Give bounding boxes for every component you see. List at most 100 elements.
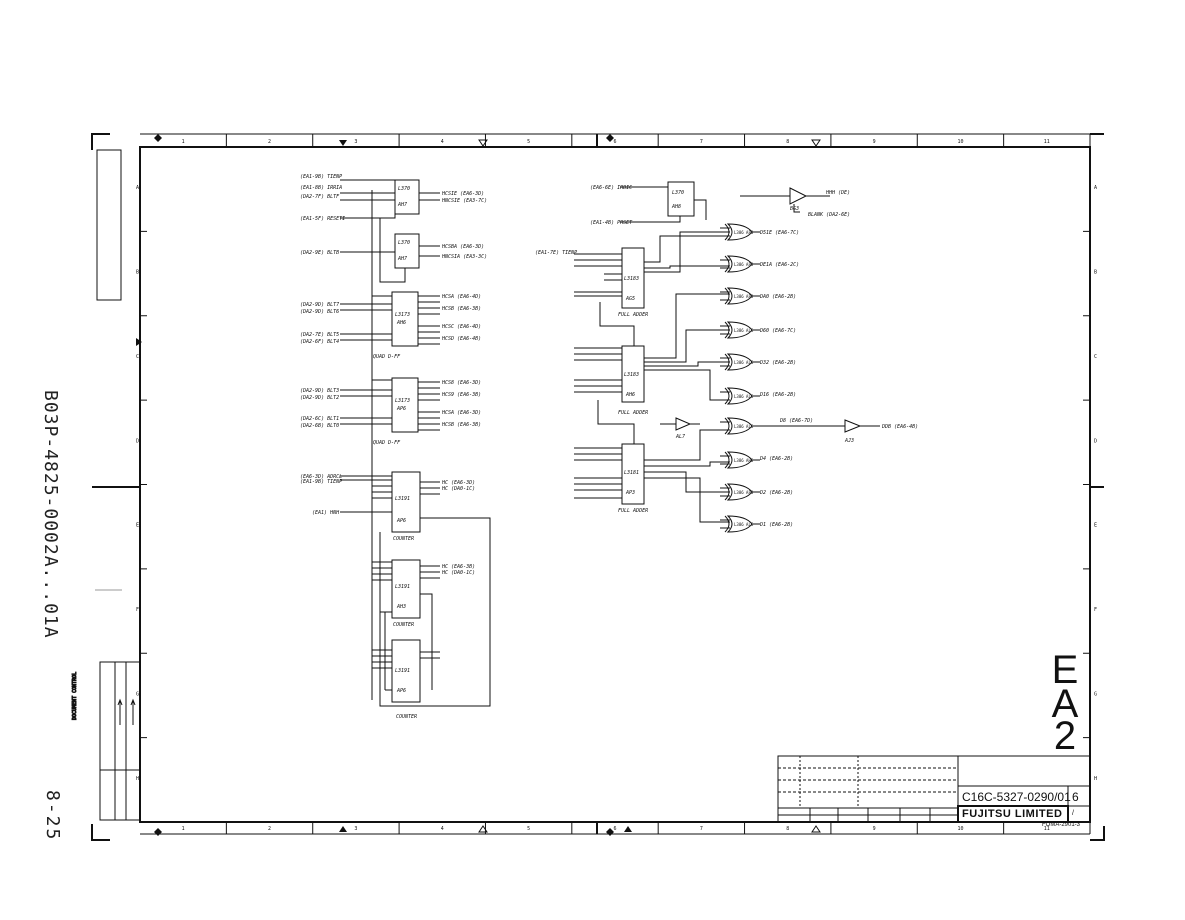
zone-number: 5 xyxy=(527,826,530,832)
svg-text:DA0 (EA6-2B): DA0 (EA6-2B) xyxy=(759,294,796,300)
xor-gate: L386 AP3 xyxy=(720,223,760,241)
svg-text:AH6: AH6 xyxy=(396,320,406,326)
svg-text:(DA2-9D) BLT2: (DA2-9D) BLT2 xyxy=(300,395,339,401)
svg-text:HCS9 (EA6-3B): HCS9 (EA6-3B) xyxy=(441,392,481,398)
svg-text:QUAD D-FF: QUAD D-FF xyxy=(373,354,401,360)
svg-text:L386 ALG: L386 ALG xyxy=(734,394,754,399)
zone-number: 3 xyxy=(354,826,357,832)
svg-text:BG3: BG3 xyxy=(790,206,799,212)
svg-text:L3183: L3183 xyxy=(624,276,639,282)
xor-gate: L386 ALG xyxy=(720,321,760,339)
zone-number: 7 xyxy=(700,826,703,832)
svg-text:(EA1-9B) TIENP: (EA1-9B) TIENP xyxy=(300,479,342,485)
zone-number: 11 xyxy=(1044,139,1050,145)
page-number: 8-25 xyxy=(42,790,63,842)
svg-text:L370: L370 xyxy=(672,190,684,196)
svg-text:D2 (EA6-2B): D2 (EA6-2B) xyxy=(759,490,793,496)
svg-text:AL7: AL7 xyxy=(675,434,685,440)
svg-text:D60 (EA6-7C): D60 (EA6-7C) xyxy=(759,328,796,334)
svg-text:HNCSIE (EA3-7C): HNCSIE (EA3-7C) xyxy=(441,198,487,204)
zone-letter: H xyxy=(136,776,139,782)
xor-gate: L386 AP3 xyxy=(720,255,760,273)
zone-number: 2 xyxy=(268,139,271,145)
zone-number: 9 xyxy=(873,826,876,832)
zone-number: 2 xyxy=(268,826,271,832)
svg-text:FULL ADDER: FULL ADDER xyxy=(618,508,648,514)
zone-letter: A xyxy=(1094,185,1097,191)
svg-text:BLANK (DA2-6E): BLANK (DA2-6E) xyxy=(808,212,850,218)
svg-text:(EA1-8B) IRRIA: (EA1-8B) IRRIA xyxy=(300,185,342,191)
svg-text:AP6: AP6 xyxy=(396,406,406,412)
svg-text:COUNTER: COUNTER xyxy=(393,622,414,628)
svg-text:(EA1-9B) TIENP: (EA1-9B) TIENP xyxy=(300,174,342,180)
zone-letter: D xyxy=(136,438,139,444)
svg-text:(DA2-6B) BLT0: (DA2-6B) BLT0 xyxy=(300,423,339,429)
svg-text:HCSBA (EA6-3D): HCSBA (EA6-3D) xyxy=(441,244,484,250)
zone-number: 6 xyxy=(613,826,616,832)
svg-text:FULL ADDER: FULL ADDER xyxy=(618,312,648,318)
zone-letter: F xyxy=(136,607,139,613)
svg-text:(DA2-6F) BLT4: (DA2-6F) BLT4 xyxy=(300,339,339,345)
svg-text:HC (EA6-3B): HC (EA6-3B) xyxy=(441,564,475,570)
svg-text:L386 AP3: L386 AP3 xyxy=(734,262,754,267)
svg-text:(DA2-7E) BLT5: (DA2-7E) BLT5 xyxy=(300,332,339,338)
svg-text:(DA2-9D) BLT6: (DA2-9D) BLT6 xyxy=(300,309,339,315)
svg-text:HHH (DE): HHH (DE) xyxy=(825,190,850,196)
title-block-company-box xyxy=(957,805,1069,823)
sheet-code-letter-2: A xyxy=(1051,682,1079,726)
zone-number: 9 xyxy=(873,139,876,145)
svg-text:L386 ALG: L386 ALG xyxy=(734,360,754,365)
svg-text:HNCSIA (EA3-3C): HNCSIA (EA3-3C) xyxy=(441,254,487,260)
svg-text:COUNTER: COUNTER xyxy=(396,714,417,720)
xor-gate: L386 ALG xyxy=(720,387,760,405)
document-number: B03P-4825-0002A...01A xyxy=(40,390,61,639)
svg-text:HCSC (EA6-4D): HCSC (EA6-4D) xyxy=(441,324,481,330)
form-number: FOMA-2901-3 xyxy=(1042,822,1081,828)
corner-marks xyxy=(91,133,1105,841)
svg-text:D16 (EA6-2B): D16 (EA6-2B) xyxy=(759,392,796,398)
svg-text:HCSIE (EA6-3D): HCSIE (EA6-3D) xyxy=(441,191,484,197)
svg-text:L386 ALG: L386 ALG xyxy=(734,328,754,333)
svg-text:HCSB (EA6-3B): HCSB (EA6-3B) xyxy=(441,422,481,428)
svg-text:AP3: AP3 xyxy=(625,490,635,496)
xor-gate: L386 AP3 xyxy=(720,287,760,305)
frame-markers xyxy=(136,134,632,836)
svg-text:L3191: L3191 xyxy=(395,668,410,674)
svg-text:AH6: AH6 xyxy=(625,392,635,398)
zone-letter: F xyxy=(1094,607,1097,613)
svg-text:(DA2-9E) BLTB: (DA2-9E) BLTB xyxy=(300,250,339,256)
sheet-number: 6 xyxy=(1072,790,1079,804)
zone-number: 3 xyxy=(354,139,357,145)
zone-number: 8 xyxy=(786,139,789,145)
zone-number: 11 xyxy=(1044,826,1050,832)
svg-text:COUNTER: COUNTER xyxy=(393,536,414,542)
svg-text:(EA6-6E) IRBIC: (EA6-6E) IRBIC xyxy=(590,185,632,191)
xor-gate: L386 AH6 xyxy=(720,451,760,469)
document-control-box: DOCUMENT CONTROL xyxy=(72,661,141,821)
zone-letter: B xyxy=(136,270,139,276)
svg-text:(DA2-6C) BLT1: (DA2-6C) BLT1 xyxy=(300,416,339,422)
svg-text:HCSD (EA6-4B): HCSD (EA6-4B) xyxy=(441,336,481,342)
zone-letter: A xyxy=(136,185,139,191)
zone-number: 1 xyxy=(182,826,185,832)
svg-text:AJ3: AJ3 xyxy=(844,438,854,444)
zone-number: 10 xyxy=(957,826,963,832)
svg-text:D4 (EA6-2B): D4 (EA6-2B) xyxy=(759,456,793,462)
svg-text:AH3: AH3 xyxy=(396,604,406,610)
svg-text:L386 ALG: L386 ALG xyxy=(734,424,754,429)
schematic-labels: (EA1-9B) TIENP (EA1-8B) IRRIA (DA2-7F) B… xyxy=(300,174,918,720)
svg-text:L3191: L3191 xyxy=(395,496,410,502)
svg-text:L370: L370 xyxy=(398,240,410,246)
company-name: FUJITSU LIMITED xyxy=(962,808,1063,820)
svg-text:D51E (EA6-7C): D51E (EA6-7C) xyxy=(759,230,799,236)
svg-text:L3181: L3181 xyxy=(624,470,639,476)
drawing-number: C16C-5327-0290/01 xyxy=(962,790,1071,804)
svg-text:(DA2-7F) BLTF: (DA2-7F) BLTF xyxy=(300,194,340,200)
svg-text:L3183: L3183 xyxy=(624,372,639,378)
svg-text:D32 (EA6-2B): D32 (EA6-2B) xyxy=(759,360,796,366)
zone-letter: E xyxy=(1094,523,1097,529)
svg-text:DOCUMENT CONTROL: DOCUMENT CONTROL xyxy=(72,672,78,720)
zone-number: 10 xyxy=(957,139,963,145)
